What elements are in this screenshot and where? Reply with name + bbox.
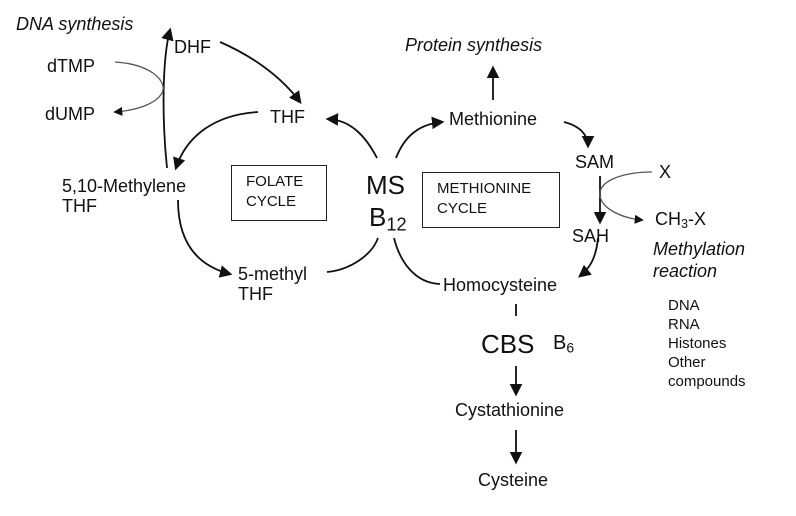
folate-cycle-box: FOLATE CYCLE	[231, 165, 327, 221]
cofactor-b6-base: B	[553, 332, 567, 354]
node-5-methyl-thf-line2: THF	[238, 284, 273, 304]
arrow-methylene-to-dhf	[161, 27, 174, 169]
arrow-methionine-to-sam	[563, 121, 595, 149]
methylation-target: Histones	[668, 335, 727, 352]
node-methylene-thf-line2: THF	[62, 196, 97, 216]
node-thf: THF	[270, 107, 305, 127]
enzyme-ms: MS	[366, 170, 405, 200]
methylation-targets-list: DNA RNA Histones Other compounds	[668, 296, 746, 391]
cofactor-b12-base: B	[369, 202, 387, 232]
methylation-target: DNA	[668, 297, 700, 314]
node-dhf: DHF	[174, 37, 211, 57]
arrow-thf-to-methylene	[173, 111, 259, 171]
node-sam: SAM	[575, 152, 615, 172]
label-dna-synthesis: DNA synthesis	[16, 14, 134, 34]
arrow-ms-to-methionine	[395, 116, 445, 159]
methylation-target: RNA	[668, 316, 700, 333]
node-x: X	[659, 162, 672, 182]
node-methylene-thf-line1: 5,10-Methylene	[62, 176, 187, 196]
arrow-ms-to-thf	[325, 113, 378, 159]
node-ch3-x: CH3-X	[655, 209, 707, 232]
arrow-methylene-to-methylthf	[177, 199, 233, 278]
node-homocysteine: Homocysteine	[443, 275, 558, 295]
node-cysteine: Cysteine	[478, 470, 549, 490]
node-5-methyl-thf: 5-methyl THF	[238, 264, 307, 304]
node-methionine: Methionine	[449, 109, 538, 129]
arrow-x-to-ch3x	[599, 171, 653, 224]
arrow-ms-homocysteine	[393, 237, 441, 285]
methionine-cycle-box: METHIONINE CYCLE	[422, 172, 560, 228]
cofactor-b12-sub: 12	[386, 214, 407, 235]
node-cystathionine: Cystathionine	[455, 400, 565, 420]
label-protein-synthesis: Protein synthesis	[405, 35, 543, 55]
ch3-x-sub: 3	[681, 217, 689, 232]
label-methylation-reaction: Methylation reaction	[653, 238, 745, 282]
methionine-cycle-line1: METHIONINE	[437, 180, 532, 197]
methionine-cycle-line2: CYCLE	[437, 200, 488, 217]
ch3-x-pre: CH	[655, 209, 681, 229]
methylation-line1: Methylation	[653, 239, 746, 259]
arrow-sah-to-homocysteine	[578, 237, 599, 278]
cofactor-b6: B6	[553, 332, 575, 356]
methylation-line2: reaction	[653, 261, 718, 281]
methylation-target: Other	[668, 354, 706, 371]
cofactor-b6-sub: 6	[566, 339, 575, 356]
folate-cycle-line1: FOLATE	[246, 173, 304, 190]
ch3-x-post: -X	[688, 209, 707, 229]
node-dtmp: dTMP	[47, 56, 96, 76]
methylation-target: compounds	[668, 373, 746, 390]
arrow-dtmp-to-dump	[113, 61, 164, 116]
folate-cycle-line2: CYCLE	[246, 193, 297, 210]
enzyme-cbs: CBS	[481, 329, 535, 359]
node-sah: SAH	[572, 226, 610, 246]
node-5-methyl-thf-line1: 5-methyl	[238, 264, 308, 284]
cofactor-b12: B12	[369, 202, 407, 234]
arrow-dhf-to-thf	[219, 41, 302, 105]
node-methylene-thf: 5,10-Methylene THF	[62, 176, 186, 216]
node-dump: dUMP	[45, 104, 96, 124]
arrow-methylthf-to-ms	[326, 237, 379, 273]
